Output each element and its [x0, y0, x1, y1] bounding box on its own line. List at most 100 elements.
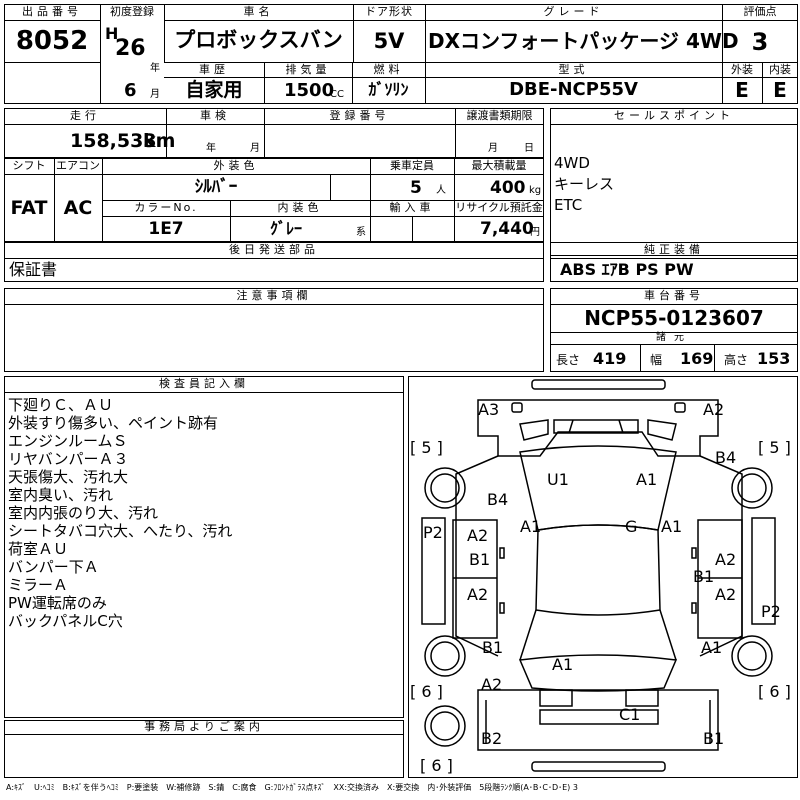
remark-line: 下廻りＣ、ＡＵ [8, 396, 114, 414]
fuel: ｶﾞｿﾘﾝ [368, 80, 409, 99]
inspection-year-unit: 年 [206, 143, 216, 154]
damage-code: A2 [715, 585, 737, 604]
tire-mark: [ 6 ] [410, 682, 443, 701]
displacement-unit: CC [330, 89, 344, 100]
remark-line: リヤバンパーＡ３ [8, 450, 129, 468]
car-name: プロボックスバン [174, 28, 343, 52]
capacity: 5 [410, 178, 422, 198]
notes-box [4, 288, 544, 372]
exterior-color: ｼﾙﾊﾞｰ [194, 177, 238, 197]
damage-code: B1 [693, 567, 715, 586]
damage-code: G [625, 517, 638, 536]
length-label: 長さ [556, 353, 581, 367]
chassis-number: NCP55-0123607 [584, 306, 764, 330]
interior-color-unit: 系 [356, 227, 366, 238]
import-label: 輸入車 [389, 201, 435, 214]
remark-line: 外装すり傷多い、ペイント跡有 [8, 414, 219, 432]
remark-line: 天張傷大、汚れ大 [8, 468, 129, 486]
remark-line: ミラーＡ [8, 576, 69, 594]
lot-number: 8052 [15, 26, 89, 56]
damage-code: A1 [552, 655, 574, 674]
remark-line: シートタバコ穴大、へたり、汚れ [8, 522, 233, 540]
height-label: 高さ [724, 353, 749, 367]
damage-code: U1 [547, 470, 569, 489]
first-reg-label: 初度登録 [110, 5, 154, 18]
mileage: 158,533 [70, 130, 157, 152]
damage-code: A2 [481, 675, 503, 694]
chassis-box [550, 288, 798, 372]
damage-code: A2 [467, 585, 489, 604]
equipment-box [550, 242, 798, 282]
door-label: ドア形状 [365, 5, 413, 18]
notes-label: 注意事項欄 [236, 289, 312, 302]
sales-point-item: 4WD [554, 154, 590, 172]
damage-code: B1 [703, 729, 725, 748]
aircon-label: エアコン [56, 159, 100, 172]
history-label: 車歴 [199, 63, 229, 76]
damage-code: B1 [469, 550, 491, 569]
model: DBE-NCP55V [509, 79, 638, 100]
remark-line: PW運転席のみ [8, 594, 107, 612]
damage-code: A1 [520, 517, 542, 536]
shift-label: シフト [12, 159, 46, 172]
damage-code: B4 [715, 448, 737, 467]
transfer-day-unit: 日 [524, 143, 534, 154]
mileage-unit: km [143, 130, 176, 152]
inspector-label: 検査員記入欄 [159, 377, 249, 390]
load: 400 [490, 178, 526, 198]
chassis-label: 車台番号 [644, 289, 704, 302]
damage-code: B1 [482, 638, 504, 657]
color-no: 1E7 [148, 219, 184, 239]
interior-color: ｸﾞﾚｰ [270, 219, 303, 238]
damage-code: A2 [467, 526, 489, 545]
equipment-value: ABS ｴｱB PS PW [560, 260, 694, 279]
exterior-label: 外装 [731, 63, 753, 76]
interior-color-label: 内装色 [277, 201, 323, 214]
recycle-fee: 7,440 [480, 219, 534, 239]
legend: A:ｷｽﾞ U:ﾍｺﾐ B:ｷｽﾞを伴うﾍｺﾐ P:要塗装 W:補修跡 S:錆 … [6, 783, 578, 792]
office-box [4, 720, 404, 778]
damage-code: B2 [481, 729, 503, 748]
transfer-label: 譲渡書類期限 [466, 109, 533, 122]
shift: FAT [10, 197, 48, 219]
damage-code: A1 [636, 470, 658, 489]
equipment-label: 純正装備 [644, 243, 704, 256]
score-label: 評価点 [743, 5, 777, 18]
exterior-color-label: 外装色 [213, 159, 259, 172]
exterior-grade: E [735, 78, 749, 102]
month: 6 [124, 80, 137, 101]
load-unit: kg [529, 185, 542, 196]
interior-grade: E [773, 78, 787, 102]
later-parts-box [4, 242, 544, 282]
interior-label: 内装 [769, 63, 791, 76]
capacity-unit: 人 [436, 185, 446, 196]
mileage-label: 走行 [70, 109, 100, 122]
sales-point-item: ETC [554, 196, 583, 214]
inspector-remarks: 下廻りＣ、ＡＵ 外装すり傷多い、ペイント跡有 エンジンルームＳ リヤバンパーＡ３… [8, 396, 232, 630]
width: 169 [680, 349, 714, 368]
tire-mark: [ 5 ] [758, 438, 791, 457]
remark-line: バックパネルC穴 [8, 612, 123, 630]
damage-code: A3 [478, 400, 500, 419]
header-table [4, 4, 798, 104]
length: 419 [593, 349, 627, 368]
tire-mark: [ 6 ] [758, 682, 791, 701]
damage-code: C1 [619, 705, 641, 724]
height: 153 [757, 349, 791, 368]
sales-point-list: 4WD キーレス ETC [554, 153, 614, 216]
damage-code: A1 [661, 517, 683, 536]
tire-mark: [ 6 ] [420, 756, 453, 775]
capacity-label: 乗車定員 [390, 159, 434, 172]
sales-point-label: セールスポイント [614, 109, 734, 122]
tire-mark: [ 5 ] [410, 438, 443, 457]
year: 26 [115, 36, 146, 61]
inspection-label: 車検 [200, 109, 230, 122]
damage-code: A2 [715, 550, 737, 569]
transfer-month-unit: 月 [488, 143, 498, 154]
era: H [105, 24, 119, 43]
inspection-month-unit: 月 [250, 143, 260, 154]
damage-code: P2 [423, 523, 443, 542]
fuel-label: 燃料 [373, 63, 404, 76]
grade: DXコンフォートパッケージ 4WD [428, 29, 739, 53]
